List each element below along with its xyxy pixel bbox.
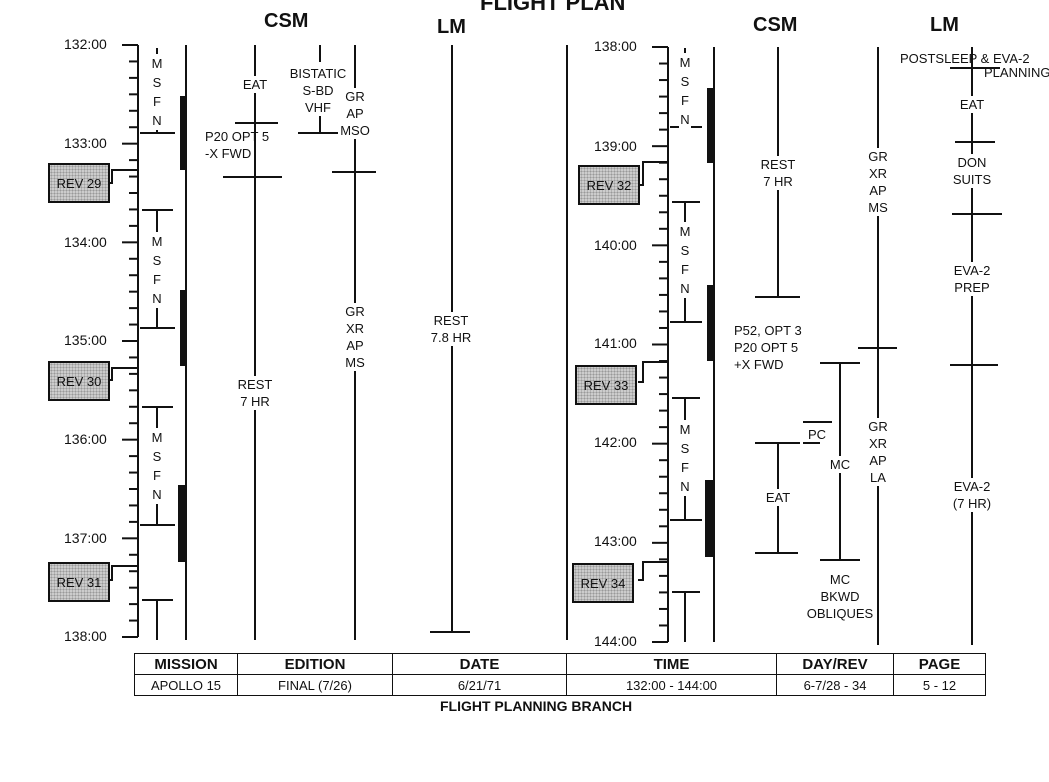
- activity-p20: P20 OPT 5 -X FWD: [205, 129, 270, 161]
- time-label: 139:00: [594, 138, 637, 154]
- msfn-label: M S F N: [679, 222, 691, 298]
- time-label: 140:00: [594, 237, 637, 253]
- lm-header-left: LM: [437, 16, 466, 38]
- time-label: 133:00: [64, 135, 107, 151]
- value-date: 6/21/71: [392, 674, 567, 696]
- time-label: 144:00: [594, 633, 637, 649]
- msfn-label: M S F N: [151, 428, 163, 504]
- msfn-label: M S F N: [151, 232, 163, 308]
- header-page: PAGE: [893, 653, 986, 675]
- value-page: 5 - 12: [893, 674, 986, 696]
- rev-box: REV 34: [572, 563, 634, 603]
- time-label: 143:00: [594, 533, 637, 549]
- activity-eat: EAT: [955, 96, 989, 113]
- time-label: 134:00: [64, 234, 107, 250]
- header-date: DATE: [392, 653, 567, 675]
- time-label: 132:00: [64, 36, 107, 52]
- csm-header-right: CSM: [753, 14, 798, 36]
- rev-box: REV 32: [578, 165, 640, 205]
- value-edition: FINAL (7/26): [237, 674, 393, 696]
- time-label: 138:00: [594, 38, 637, 54]
- activity-don-suits: DON SUITS: [946, 154, 998, 188]
- activity-pc: PC: [807, 427, 827, 442]
- time-label: 137:00: [64, 530, 107, 546]
- msfn-label: M S F N: [151, 54, 163, 130]
- activity-eat: EAT: [760, 489, 796, 506]
- rev-box: REV 29: [48, 163, 110, 203]
- footer-branch: FLIGHT PLANNING BRANCH: [440, 698, 633, 714]
- activity-rest: REST 7 HR: [756, 156, 800, 190]
- csm-header-left: CSM: [264, 10, 309, 32]
- lm-header-right: LM: [930, 14, 959, 36]
- activity-planning: PLANNING: [984, 65, 1049, 80]
- time-label: 141:00: [594, 335, 637, 351]
- rev-box: REV 31: [48, 562, 110, 602]
- msfn-label: M S F N: [679, 53, 691, 129]
- msfn-label: M S F N: [679, 420, 691, 496]
- activity-mc: MC: [828, 456, 852, 473]
- activity-gr-ap-mso: GR AP MSO: [338, 88, 372, 139]
- value-mission: APOLLO 15: [134, 674, 238, 696]
- value-time: 132:00 - 144:00: [566, 674, 777, 696]
- activity-lm-rest: REST 7.8 HR: [420, 312, 482, 346]
- rev-box: REV 30: [48, 361, 110, 401]
- flight-plan-title: FLIGHT PLAN: [480, 0, 626, 15]
- activity-gr-xr-ap-ms: GR XR AP MS: [338, 303, 372, 371]
- header-time: TIME: [566, 653, 777, 675]
- rev-box: REV 33: [575, 365, 637, 405]
- value-day-rev: 6-7/28 - 34: [776, 674, 894, 696]
- header-day-rev: DAY/REV: [776, 653, 894, 675]
- activity-mc-bkwd: MC BKWD OBLIQUES: [806, 572, 874, 621]
- header-mission: MISSION: [134, 653, 238, 675]
- activity-eva: EVA-2 (7 HR): [946, 478, 998, 512]
- activity-p52: P52, OPT 3 P20 OPT 5 +X FWD: [734, 323, 802, 372]
- activity-eat: EAT: [235, 76, 275, 93]
- activity-rest: REST 7 HR: [235, 376, 275, 410]
- activity-postsleep: POSTSLEEP & EVA-2: [900, 51, 1030, 66]
- activity-eva-prep: EVA-2 PREP: [948, 262, 996, 296]
- document-info-table: MISSION EDITION DATE TIME DAY/REV PAGE A…: [134, 653, 986, 696]
- header-edition: EDITION: [237, 653, 393, 675]
- time-label: 138:00: [64, 628, 107, 644]
- activity-gr-xr-ap-ms: GR XR AP MS: [864, 148, 892, 216]
- activity-gr-xr-ap-la: GR XR AP LA: [864, 418, 892, 486]
- time-label: 142:00: [594, 434, 637, 450]
- time-label: 135:00: [64, 332, 107, 348]
- time-label: 136:00: [64, 431, 107, 447]
